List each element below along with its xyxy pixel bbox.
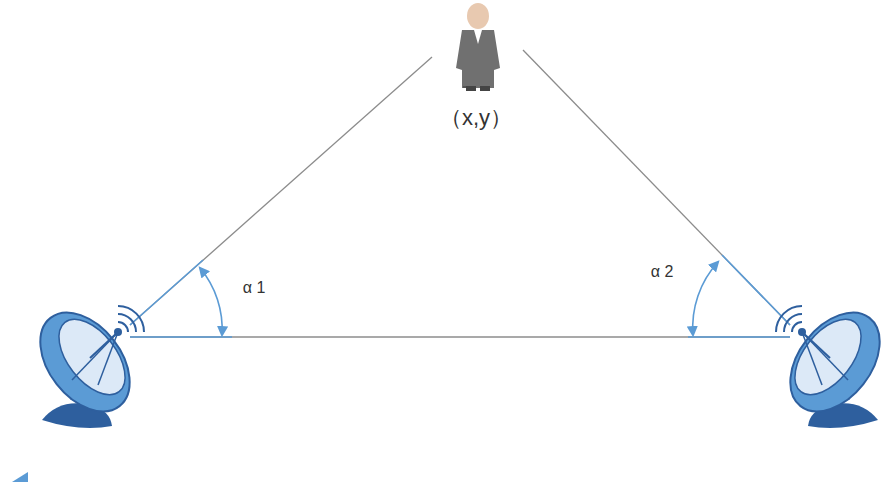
angle-arc bbox=[693, 262, 718, 335]
coordinate-label: （x,y） bbox=[440, 107, 512, 129]
sight-line bbox=[523, 50, 790, 325]
sight-line-segment bbox=[722, 255, 790, 325]
angle-label: α 1 bbox=[243, 280, 266, 296]
angle-arc bbox=[200, 268, 222, 335]
sight-line bbox=[130, 57, 432, 325]
angle-label: α 2 bbox=[651, 264, 674, 280]
baseline-segment bbox=[130, 336, 232, 338]
sight-line-segment bbox=[130, 260, 203, 325]
person-icon bbox=[456, 3, 500, 91]
baseline-segment bbox=[688, 336, 790, 338]
satellite-dish bbox=[22, 296, 148, 429]
baseline bbox=[130, 336, 790, 337]
corner-mark bbox=[12, 472, 28, 482]
satellite-dish bbox=[772, 296, 881, 429]
